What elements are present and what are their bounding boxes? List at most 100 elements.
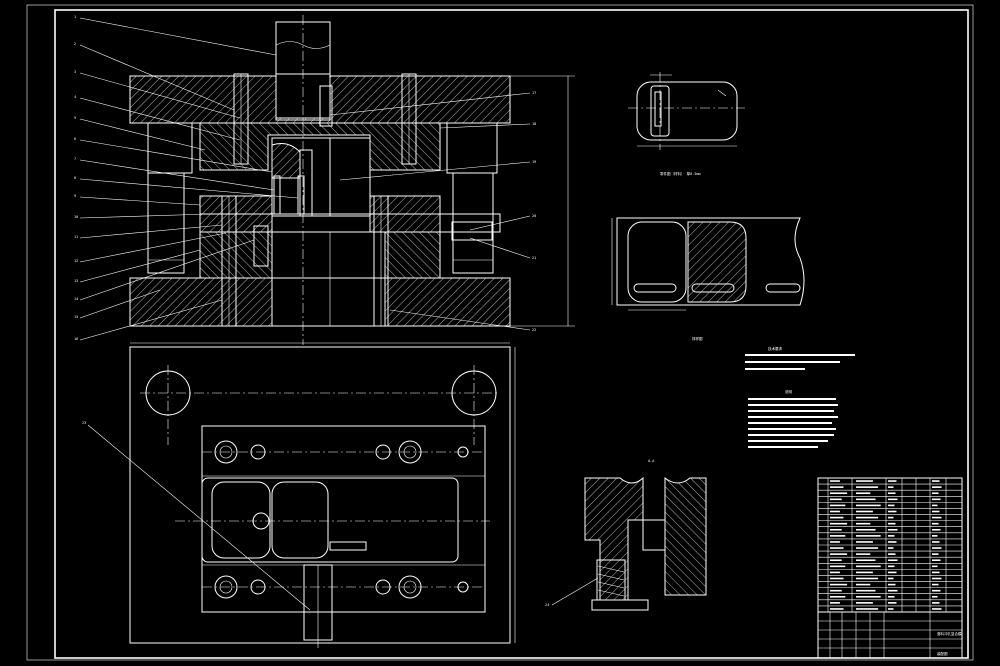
- parts-list-cell-text: [856, 480, 873, 482]
- parts-list-cell-text: [830, 486, 844, 488]
- parts-list-cell-text: [888, 595, 895, 598]
- parts-list-cell-text: [830, 504, 846, 507]
- parts-list-cell-text: [856, 553, 871, 555]
- parts-list-cell-text: [932, 589, 941, 592]
- parts-list-cell-text: [932, 565, 938, 568]
- parts-list-cell-text: [888, 602, 897, 604]
- balloons-right: 17 18 19 20 21 22: [329, 91, 536, 332]
- svg-text:16: 16: [74, 337, 78, 341]
- parts-list-cell-text: [856, 589, 876, 592]
- svg-text:9: 9: [74, 194, 76, 198]
- parts-list-cell-text: [888, 608, 894, 610]
- svg-text:20: 20: [532, 214, 536, 218]
- parts-list-cell-text: [888, 486, 894, 488]
- parts-list-cell-text: [830, 547, 844, 549]
- parts-list-cell-text: [932, 522, 939, 525]
- parts-list-cell-text: [856, 583, 871, 586]
- punch-holder: [199, 122, 441, 171]
- parts-list-cell-text: [932, 602, 940, 604]
- parts-list-cell-text: [856, 565, 881, 568]
- parts-list-cell-text: [888, 498, 898, 501]
- parts-list-cell-text: [932, 510, 940, 513]
- parts-list-cell-text: [932, 559, 941, 562]
- parts-list-cell-text: [888, 553, 896, 555]
- parts-list-cell-text: [932, 498, 941, 501]
- svg-text:11: 11: [74, 235, 78, 239]
- sheet-outer-border: [26, 4, 974, 661]
- guide-bush-left: [147, 122, 193, 174]
- layout-view: 排样图: [611, 217, 805, 341]
- parts-list-cell-text: [856, 608, 879, 610]
- parts-list-cell-text: [830, 516, 844, 519]
- guide-post-right: [452, 172, 494, 274]
- svg-text:4: 4: [74, 95, 76, 99]
- parts-list-cell-text: [856, 577, 879, 580]
- sheet-inner-border: [54, 9, 969, 659]
- svg-text:14: 14: [74, 297, 78, 301]
- svg-text:22: 22: [532, 328, 536, 332]
- parts-list-cell-text: [888, 492, 896, 495]
- parts-list-cell-text: [856, 486, 879, 488]
- parts-list-cell-text: [830, 510, 840, 513]
- parts-list-cell-text: [932, 577, 942, 580]
- svg-text:说明: 说明: [785, 389, 793, 394]
- parts-list-cell-text: [888, 547, 894, 549]
- guide-post-left: [147, 172, 185, 274]
- part-view: 零件图（材料） 厚0.5mm: [628, 72, 745, 176]
- lower-die-base: [129, 277, 273, 327]
- parts-list-cell-text: [888, 565, 895, 568]
- parts-list-cell-text: [830, 492, 848, 495]
- parts-list-cell-text: [888, 541, 897, 543]
- svg-text:17: 17: [532, 91, 536, 95]
- parts-list-cell-text: [932, 486, 942, 488]
- svg-text:5: 5: [74, 116, 76, 120]
- parts-list-cell-text: [888, 535, 895, 537]
- svg-text:6: 6: [74, 137, 76, 141]
- svg-text:23: 23: [82, 421, 86, 425]
- svg-text:落料冲孔复合模: 落料冲孔复合模: [937, 631, 962, 636]
- parts-list-cell-text: [830, 541, 840, 543]
- svg-text:7: 7: [74, 157, 76, 161]
- svg-text:A-A: A-A: [648, 459, 655, 463]
- svg-text:零件图（材料） 厚0.5mm: 零件图（材料） 厚0.5mm: [660, 171, 701, 176]
- title-block: 落料冲孔复合模 装配图: [817, 611, 963, 659]
- parts-list-cell-text: [830, 589, 842, 592]
- parts-list-cell-text: [830, 595, 846, 598]
- parts-list-cell-text: [830, 559, 842, 562]
- parts-list-cell-text: [856, 547, 879, 549]
- parts-list-cell-text: [888, 504, 895, 507]
- parts-list-cell-text: [932, 516, 942, 519]
- parts-list-cell-text: [932, 541, 940, 543]
- parts-list-cell-text: [932, 528, 941, 531]
- svg-text:12: 12: [74, 259, 78, 263]
- parts-list: [817, 477, 963, 613]
- parts-list-cell-text: [888, 559, 898, 562]
- parts-list-cell-text: [856, 510, 873, 513]
- parts-list-cell-text: [888, 516, 894, 519]
- parts-list-cell-text: [888, 589, 898, 592]
- guide-bush-right: [446, 122, 498, 174]
- parts-list-cell-text: [856, 492, 871, 495]
- svg-text:装配图: 装配图: [937, 651, 948, 656]
- balloons-left: 1 2 3 4 5 6 7 8 9 10 11 12 13 14 15 16: [74, 15, 299, 341]
- parts-list-cell-text: [830, 480, 840, 482]
- svg-text:18: 18: [532, 122, 536, 126]
- parts-list-cell-text: [932, 571, 940, 574]
- parts-list-cell-text: [932, 608, 942, 610]
- svg-text:3: 3: [74, 70, 76, 74]
- parts-list-cell-text: [856, 559, 876, 562]
- parts-list-cell-text: [888, 583, 896, 586]
- parts-list-cell-text: [856, 541, 873, 543]
- parts-list-cell-text: [888, 510, 897, 513]
- parts-list-cell-text: [932, 504, 938, 507]
- parts-list-cell-text: [830, 535, 846, 537]
- parts-list-cell-text: [856, 516, 879, 519]
- parts-list-cell-text: [888, 480, 897, 482]
- parts-list-cell-text: [856, 602, 873, 604]
- parts-list-cell-text: [830, 565, 846, 568]
- parts-list-cell-text: [856, 595, 881, 598]
- svg-text:24: 24: [545, 603, 549, 607]
- parts-list-cell-text: [932, 595, 938, 598]
- svg-text:15: 15: [74, 315, 78, 319]
- requirements-text: 技术要求 说明: [745, 346, 855, 448]
